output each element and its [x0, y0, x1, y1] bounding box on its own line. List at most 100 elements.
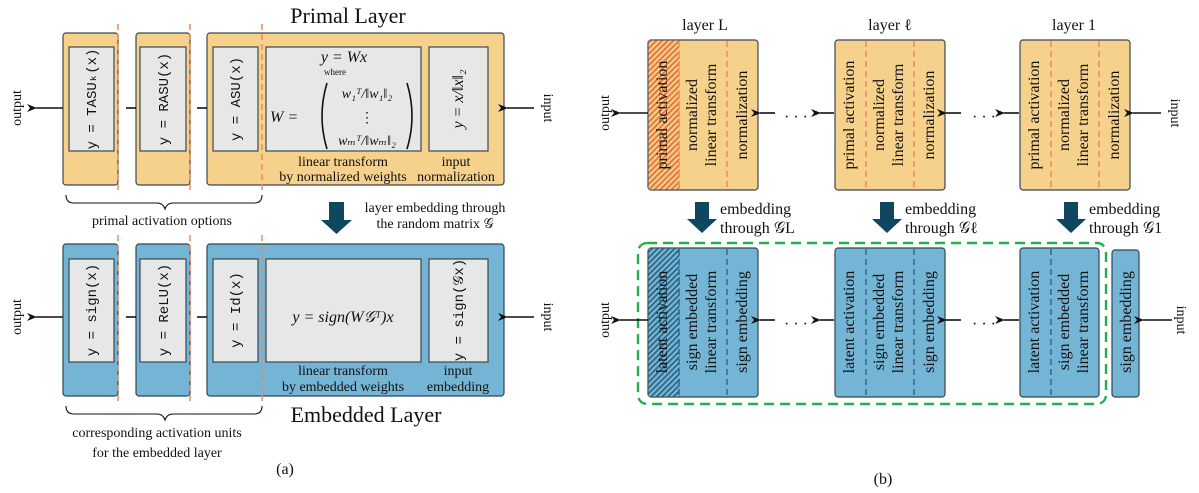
primal-activation-label: primal activation — [1026, 61, 1043, 170]
primal-brace — [65, 194, 263, 211]
rasu-unit — [139, 46, 187, 152]
embedded-linear-unit — [265, 258, 422, 363]
layer-title: layer 1 — [1052, 17, 1096, 34]
primal-activation-label: primal activation — [841, 61, 858, 170]
relu-unit — [139, 258, 187, 363]
w-lhs: W = — [270, 109, 298, 126]
input-label: input — [1167, 99, 1182, 128]
caption-a: (a) — [276, 461, 294, 478]
input-normalization-unit — [428, 46, 489, 152]
embedding-arrow — [321, 202, 352, 234]
linear-transform-label: linear transform — [1075, 270, 1092, 373]
embedded-layer-title: Embedded Layer — [291, 402, 443, 427]
embedding-through-label: through 𝒢L — [720, 220, 795, 237]
ellipsis: · · · — [972, 109, 996, 126]
normalized-label: normalized — [684, 79, 701, 151]
embedding-arrow — [1056, 202, 1086, 233]
normalized-label: normalized — [1056, 79, 1073, 151]
linear-label-2: by normalized weights — [279, 170, 407, 185]
tasu-formula: y = TASUₖ(x) — [85, 49, 101, 150]
norm-label-2: normalization — [417, 170, 495, 185]
linear-label-1: linear transform — [298, 155, 388, 170]
embedding-note-1: layer embedding through — [365, 201, 506, 216]
embedding-label: embedding — [720, 201, 791, 218]
normalization-formula: y = x/‖x‖₂ — [450, 69, 467, 131]
normalization-label: normalization — [1106, 71, 1123, 160]
normalization-label: normalization — [921, 71, 938, 160]
ellipsis: · · · — [784, 109, 808, 126]
embedding-through-label: through 𝒢ℓ — [905, 220, 978, 237]
output-label: output — [10, 90, 25, 126]
emb-label-2: embedding — [427, 380, 489, 395]
embedded-layer-box — [1019, 247, 1100, 398]
latent-activation-label: latent activation — [841, 271, 858, 374]
sign-formula: y = sign(x) — [85, 264, 101, 356]
id-unit — [212, 258, 259, 363]
hatched-activation — [648, 248, 680, 397]
embedding-arrow — [872, 202, 902, 233]
w-row-m: wₘᵀ/‖wₘ‖₂ — [338, 134, 396, 149]
input-label: input — [1173, 306, 1188, 335]
ellipsis: · · · — [784, 316, 808, 333]
linear-transform-label: linear transform — [703, 63, 720, 166]
primal-activation-label: primal activation — [654, 61, 671, 170]
emb-label-1: input — [444, 364, 473, 379]
sign-embedding-label: sign embedding — [734, 271, 751, 373]
linear-transform-unit — [265, 46, 422, 152]
norm-label-1: input — [442, 155, 471, 170]
w-row-1: w₁ᵀ/‖w₁‖₂ — [342, 87, 393, 102]
embedding-through-label: through 𝒢1 — [1089, 220, 1162, 237]
asu-formula: y = ASU(x) — [229, 57, 245, 141]
w-row-dots: ⋮ — [360, 111, 374, 126]
latent-activation-label: latent activation — [654, 271, 671, 374]
embedded-network-group — [636, 241, 1108, 406]
panel-a: Primal Layer y = TASUₖ(x) y = RASU(x) y … — [10, 3, 555, 478]
embedding-label: embedding — [905, 201, 976, 218]
embedded-brace-label-2: for the embedded layer — [92, 446, 222, 461]
normalized-label: normalized — [871, 79, 888, 151]
where-label: where — [324, 67, 346, 77]
output-label: output — [598, 302, 613, 338]
embedded-linear-formula: y = sign(W𝒢ᵀ)x — [290, 309, 393, 326]
sign-embedded-label: sign embedded — [1056, 274, 1073, 370]
emb-linear-label-2: by embedded weights — [282, 380, 404, 395]
embedding-arrow — [687, 202, 717, 233]
linear-transform-label: linear transform — [703, 270, 720, 373]
ellipsis: · · · — [972, 316, 996, 333]
primal-brace-label: primal activation options — [92, 214, 232, 229]
input-label: input — [540, 303, 555, 332]
hatched-activation — [648, 40, 680, 190]
sign-embedding-label: sign embedding — [921, 271, 938, 373]
asu-unit — [212, 46, 259, 152]
input-sign-embedding-label: sign embedding — [1118, 271, 1135, 373]
linear-transform-label: linear transform — [890, 270, 907, 373]
sign-embedded-label: sign embedded — [871, 274, 888, 370]
embedded-brace — [65, 405, 263, 422]
input-embedding-unit — [428, 258, 489, 363]
rasu-formula: y = RASU(x) — [157, 53, 173, 145]
embedded-brace-label-1: corresponding activation units — [72, 426, 242, 441]
input-label: input — [540, 94, 555, 123]
output-label: output — [10, 299, 25, 335]
input-embedding-formula: y = sign(𝒢x) — [452, 259, 468, 361]
layer-title: layer ℓ — [868, 17, 912, 34]
output-label: output — [598, 95, 613, 131]
caption-b: (b) — [874, 471, 893, 488]
linear-transform-label: linear transform — [890, 63, 907, 166]
relu-formula: y = ReLU(x) — [157, 264, 173, 356]
tasu-unit — [68, 46, 115, 152]
left-paren — [321, 82, 328, 150]
linear-transform-label: linear transform — [1075, 63, 1092, 166]
sign-embedded-label: sign embedded — [684, 274, 701, 370]
sign-unit — [68, 258, 115, 363]
layer-title: layer L — [682, 17, 728, 34]
id-formula: y = Id(x) — [229, 272, 245, 348]
embedding-note-2: the random matrix 𝒢 — [377, 217, 494, 232]
right-paren — [406, 82, 413, 150]
embedding-label: embedding — [1089, 201, 1160, 218]
linear-equation: y = Wx — [319, 49, 367, 66]
normalization-label: normalization — [734, 71, 751, 160]
latent-activation-label: latent activation — [1026, 271, 1043, 374]
